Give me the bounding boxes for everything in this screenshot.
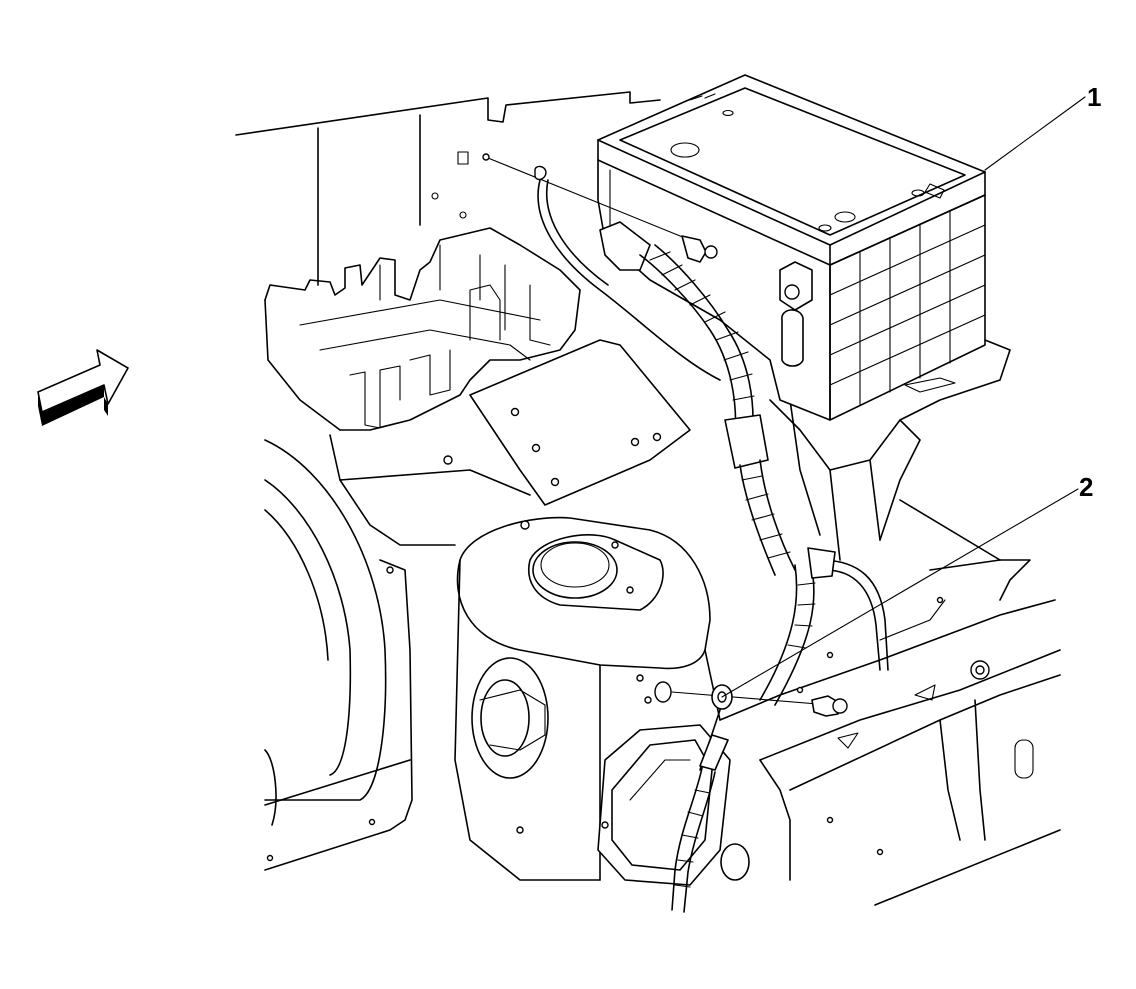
- negative-cable: [537, 179, 889, 706]
- battery: [597, 74, 986, 421]
- relay-box: [264, 227, 581, 431]
- hold-down-bolt: [482, 153, 718, 263]
- callout-1-label: 1: [1087, 82, 1102, 112]
- battery-bracket: [469, 339, 691, 506]
- ground-bolt: [654, 681, 848, 913]
- direction-arrow-icon: [37, 349, 129, 426]
- callout-2-label: 2: [1079, 472, 1094, 502]
- frame-rail: [719, 499, 1061, 906]
- callout-1-leader: [984, 96, 1086, 171]
- callout-2-leader: [721, 488, 1079, 698]
- firewall-panel: [235, 91, 661, 286]
- strut-tower: [454, 516, 750, 886]
- wheel-well: [264, 434, 531, 871]
- battery-tray: [769, 339, 1011, 561]
- leader-lines: [721, 96, 1086, 698]
